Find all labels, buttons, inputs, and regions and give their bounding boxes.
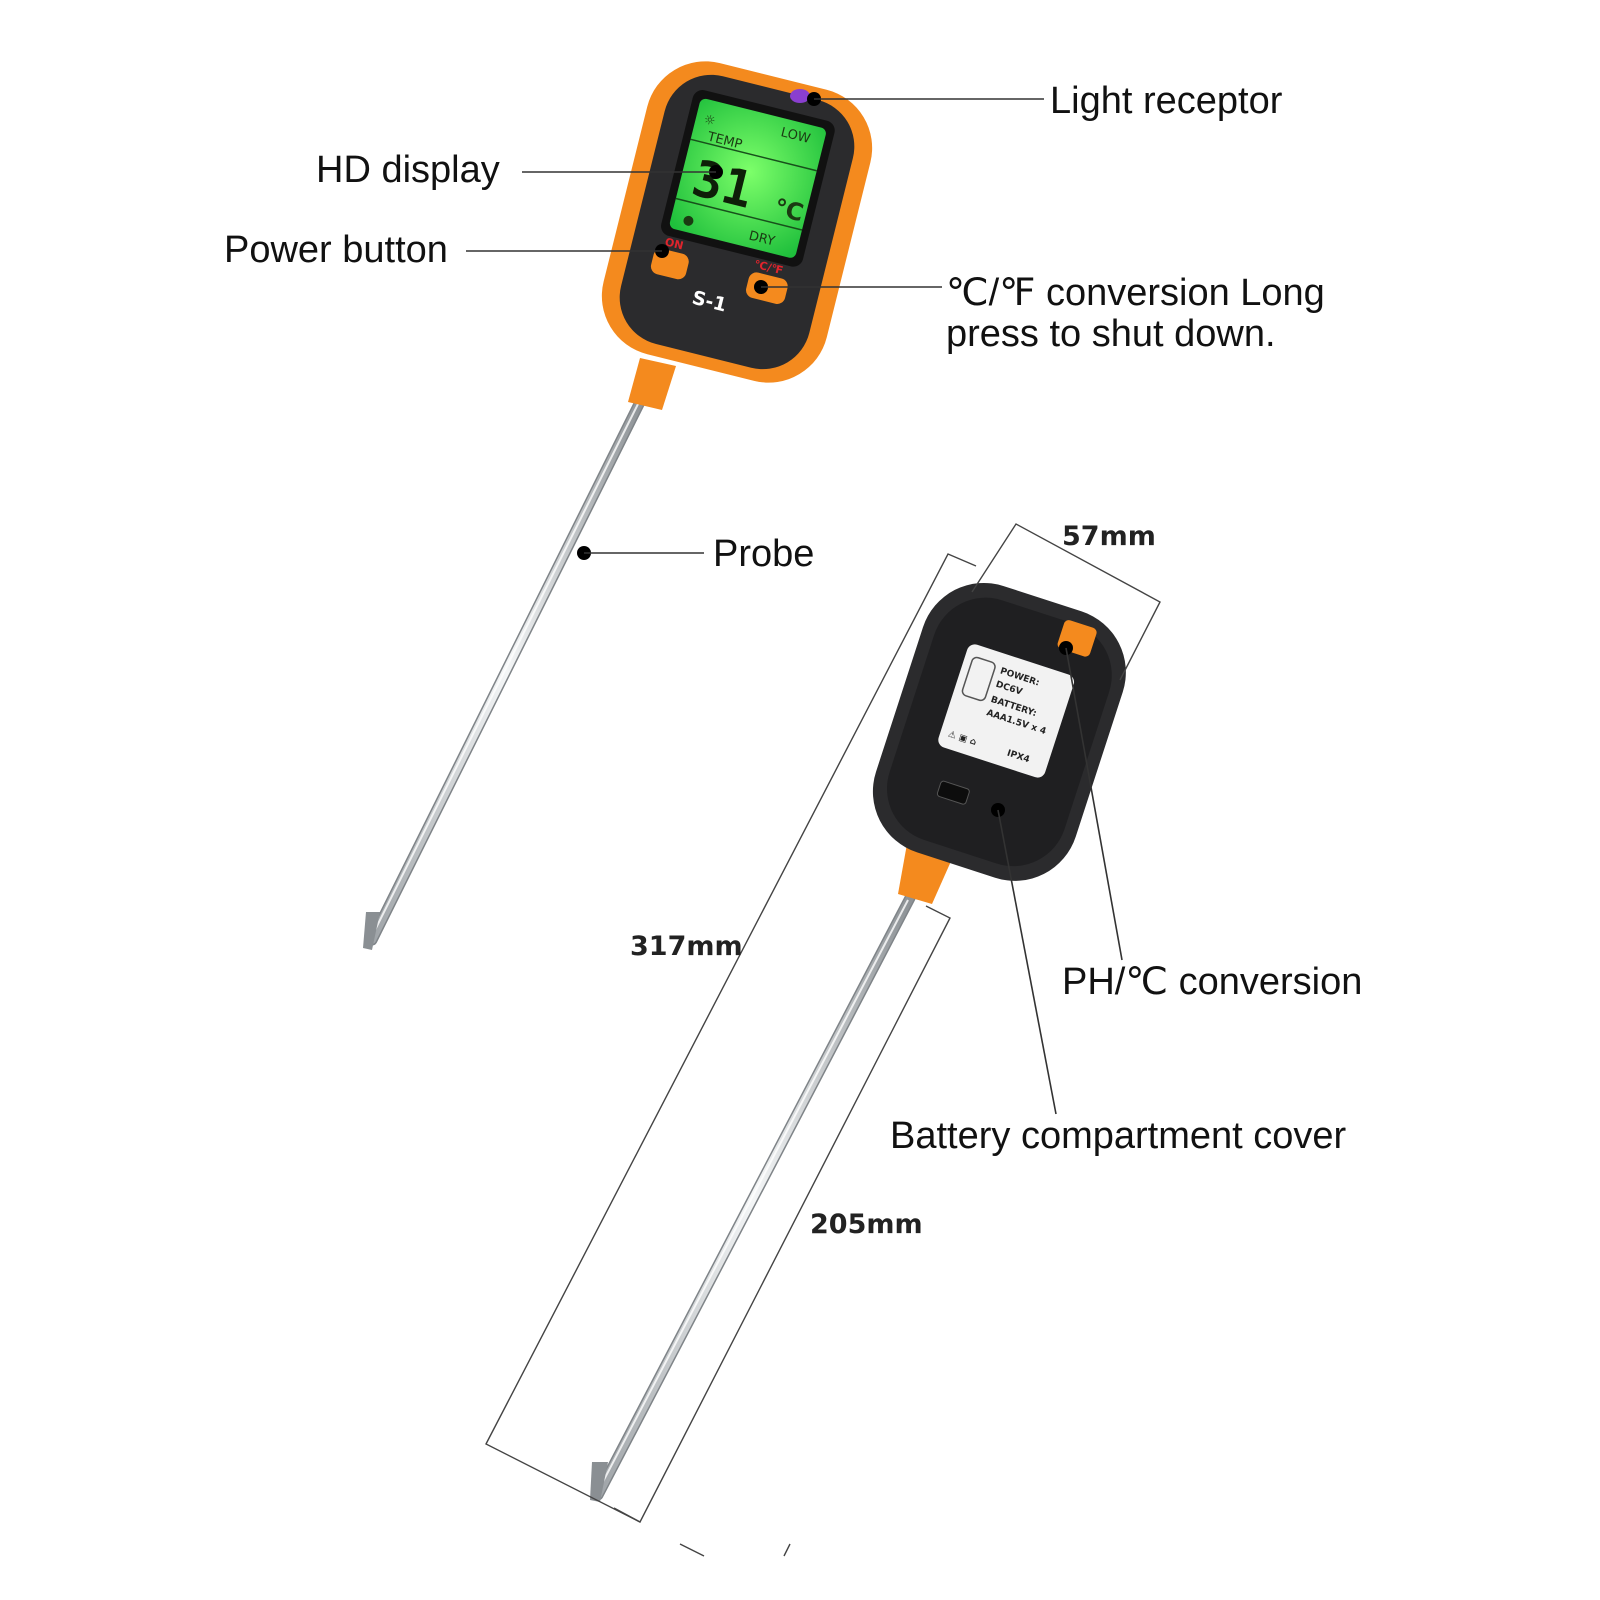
front-probe [363,392,648,950]
battery-cover-latch[interactable] [936,780,970,805]
back-body: POWER: DC6V BATTERY: AAA1.5V x 4 ⚠ ▣ ⌂ I… [872,582,1126,881]
power-button-label: ON [664,235,685,252]
conversion-label-line1: ℃/℉ conversion Long [946,272,1325,314]
callout-battery-cover: Battery compartment cover [890,803,1347,1157]
front-device: ☼ LOW TEMP 31 ℃ ● DRY ON ℃/℉ S-1 [363,61,873,950]
conversion-label-line2: press to shut down. [946,313,1276,355]
lcd-unit: ℃ [771,193,806,227]
light-receptor-label: Light receptor [1050,80,1283,122]
front-body: ☼ LOW TEMP 31 ℃ ● DRY ON ℃/℉ S-1 [601,61,873,383]
probe-label: Probe [713,533,814,575]
width-dimension-label: 57mm [1062,521,1156,552]
callout-conversion: ℃/℉ conversion Long press to shut down. [754,272,1325,355]
probe-length-dimension-label: 205mm [810,1209,923,1240]
power-button-callout-label: Power button [224,229,448,271]
callout-power-button: Power button [224,229,669,271]
front-probe-collar [628,358,676,410]
dimension-width: 57mm [971,521,1161,681]
dimension-total-length: 317mm [485,553,977,1523]
hd-display-label: HD display [316,149,500,191]
lcd-screen [669,98,826,258]
callout-probe: Probe [577,533,814,575]
lcd-low-label: LOW [779,125,812,147]
callout-light-receptor: Light receptor [807,80,1283,122]
back-spec-label [938,644,1075,778]
lcd-dry-label: DRY [747,229,776,250]
lcd-drop-icon: ● [681,212,696,229]
battery-cover-label: Battery compartment cover [890,1115,1347,1157]
back-probe [590,892,916,1502]
callout-ph-conversion: PH/℃ conversion [1059,641,1362,1003]
light-receptor-sensor [790,89,810,103]
lcd-sun-icon: ☼ [702,112,717,129]
callout-hd-display: HD display [316,149,723,191]
lcd-reading: 31 [687,149,759,220]
dimension-probe-length: 205mm [613,905,951,1557]
back-device: POWER: DC6V BATTERY: AAA1.5V x 4 ⚠ ▣ ⌂ I… [590,582,1126,1502]
ph-conversion-label: PH/℃ conversion [1062,961,1362,1003]
total-length-dimension-label: 317mm [630,931,743,962]
